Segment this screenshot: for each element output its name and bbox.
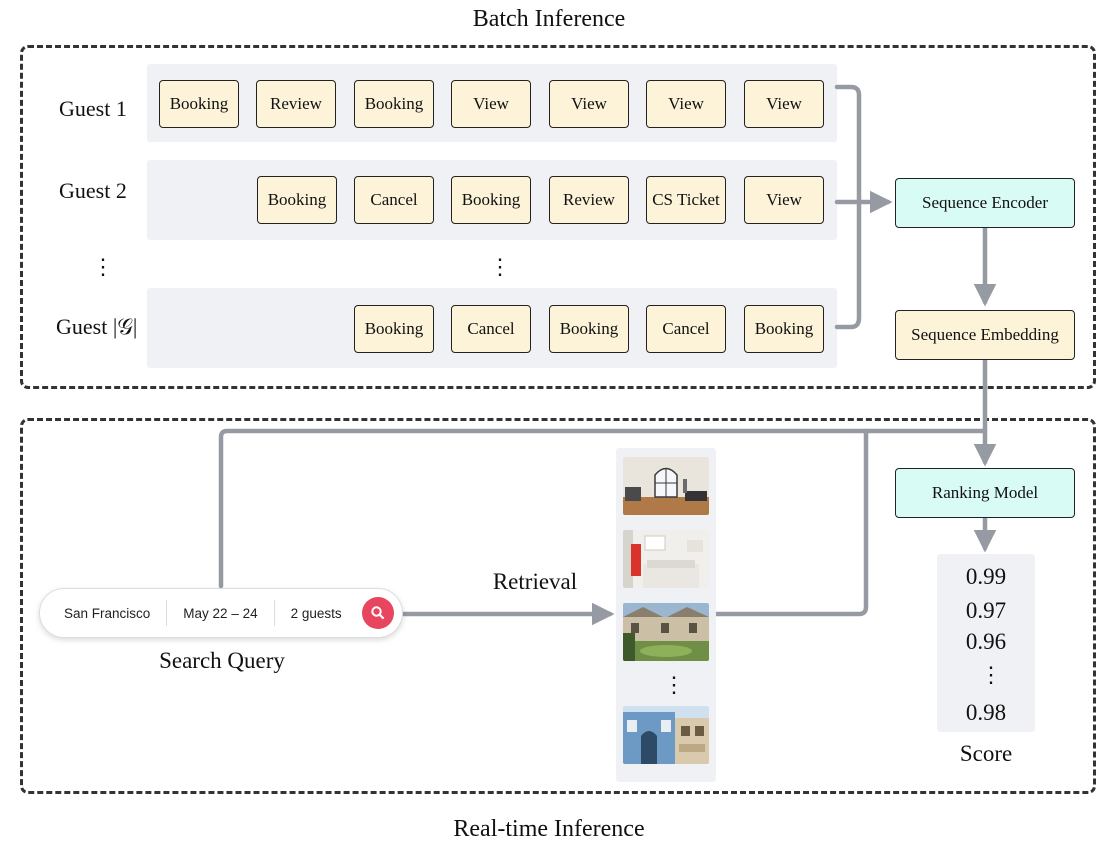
search-divider <box>166 600 168 626</box>
score-label: Score <box>959 741 1013 766</box>
search-divider <box>273 600 275 626</box>
guest-2-event: Cancel <box>354 176 434 224</box>
realtime-inference-box <box>20 418 1096 794</box>
candidates-to-ranking-line <box>713 428 869 617</box>
guest-2-event: Review <box>549 176 629 224</box>
listing-ellipsis: ⋮ <box>663 672 685 697</box>
guest-1-event: Booking <box>354 80 434 128</box>
retrieval-label: Retrieval <box>492 569 578 594</box>
event-ellipsis: ⋮ <box>489 254 511 279</box>
listing-photo <box>623 457 709 515</box>
guest-g-event: Cancel <box>451 305 531 353</box>
guest-2-event: Booking <box>451 176 531 224</box>
search-bar[interactable]: San Francisco May 22 – 24 2 guests <box>39 588 403 638</box>
guest-g-event: Cancel <box>646 305 726 353</box>
score-column <box>937 554 1035 732</box>
score-value: 0.97 <box>965 598 1007 623</box>
guest-1-event: Booking <box>159 80 239 128</box>
search-query-label: Search Query <box>159 648 285 673</box>
batch-inference-box <box>20 45 1096 389</box>
guest-g-label: Guest |𝒢| <box>56 314 138 339</box>
guest-ellipsis: ⋮ <box>92 254 114 279</box>
guest-1-event: View <box>549 80 629 128</box>
guest-g-event: Booking <box>354 305 434 353</box>
guest-bracket-line <box>834 84 862 330</box>
score-value: 0.98 <box>965 700 1007 725</box>
guest-2-event: View <box>744 176 824 224</box>
guest-g-event: Booking <box>549 305 629 353</box>
listing-photo <box>623 530 709 588</box>
score-value: 0.96 <box>965 629 1007 654</box>
score-ellipsis: ⋮ <box>980 662 1002 687</box>
realtime-inference-title: Real-time Inference <box>453 816 645 842</box>
listing-photo <box>623 603 709 661</box>
sequence-embedding-node: Sequence Embedding <box>895 310 1075 360</box>
guest-2-event: CS Ticket <box>646 176 726 224</box>
search-dates[interactable]: May 22 – 24 <box>183 605 258 621</box>
score-value: 0.99 <box>965 564 1007 589</box>
guest-1-event: View <box>646 80 726 128</box>
batch-inference-title: Batch Inference <box>472 6 626 32</box>
guest-2-event: Booking <box>257 176 337 224</box>
guest-2-label: Guest 2 <box>59 178 127 203</box>
guest-1-event: View <box>451 80 531 128</box>
listing-photo <box>623 706 709 764</box>
guest-g-event: Booking <box>744 305 824 353</box>
search-location[interactable]: San Francisco <box>64 605 151 621</box>
search-icon <box>371 606 385 620</box>
ranking-model-node: Ranking Model <box>895 468 1075 518</box>
guest-1-event: View <box>744 80 824 128</box>
search-button[interactable] <box>362 597 394 629</box>
search-to-ranking-line <box>218 428 988 589</box>
sequence-encoder-node: Sequence Encoder <box>895 178 1075 228</box>
search-guests[interactable]: 2 guests <box>290 605 342 621</box>
guest-1-event: Review <box>256 80 336 128</box>
guest-1-label: Guest 1 <box>59 96 127 121</box>
